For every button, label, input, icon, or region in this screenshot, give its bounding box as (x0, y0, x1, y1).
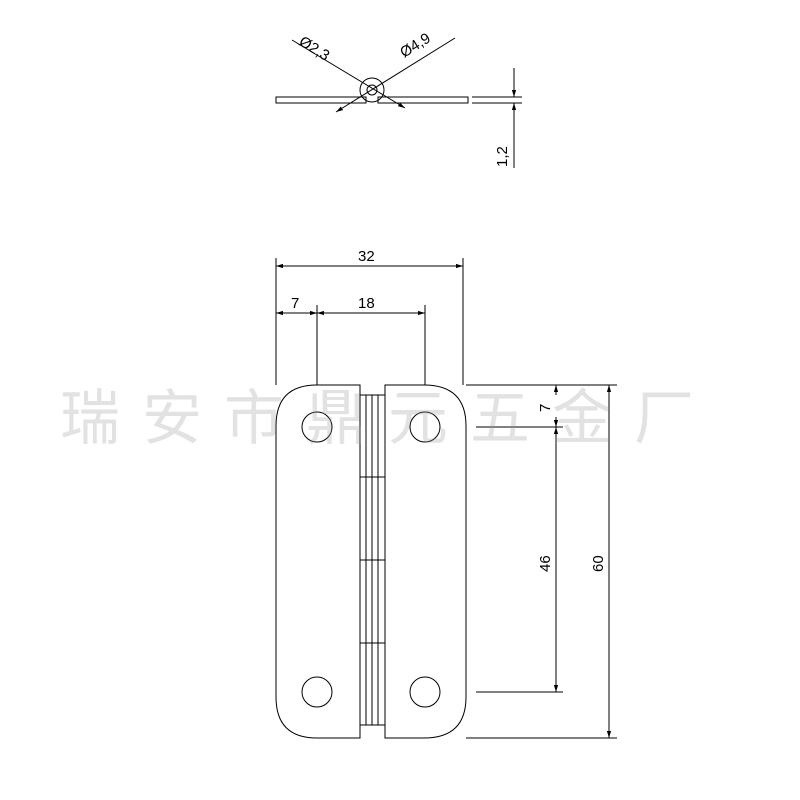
left-leaf (275, 384, 361, 739)
screw-hole-bottom-right (409, 676, 441, 708)
screw-hole-top-left (301, 411, 333, 443)
overall-width-label: 32 (358, 248, 375, 265)
screw-hole-bottom-left (301, 676, 333, 708)
hole-diameter-label: Ø2,3 (296, 33, 333, 65)
pin-circle (366, 84, 378, 96)
front-view (275, 258, 617, 739)
knuckle-diameter-label: Ø4,9 (397, 30, 434, 62)
hole-diameter-leader (291, 39, 406, 109)
hole-spacing-y-label: 46 (537, 555, 554, 572)
hole-spacing-x-label: 18 (358, 295, 375, 312)
thickness-label: 1,2 (494, 146, 511, 167)
screw-hole-top-right (409, 411, 441, 443)
knuckle-outer-circle (359, 77, 385, 103)
knuckle-diameter-leader (335, 37, 456, 113)
edge-offset-label: 7 (291, 295, 299, 312)
right-leaf (384, 384, 467, 739)
overall-height-label: 60 (590, 555, 607, 572)
top-offset-label: 7 (537, 404, 554, 412)
top-view (275, 37, 522, 168)
